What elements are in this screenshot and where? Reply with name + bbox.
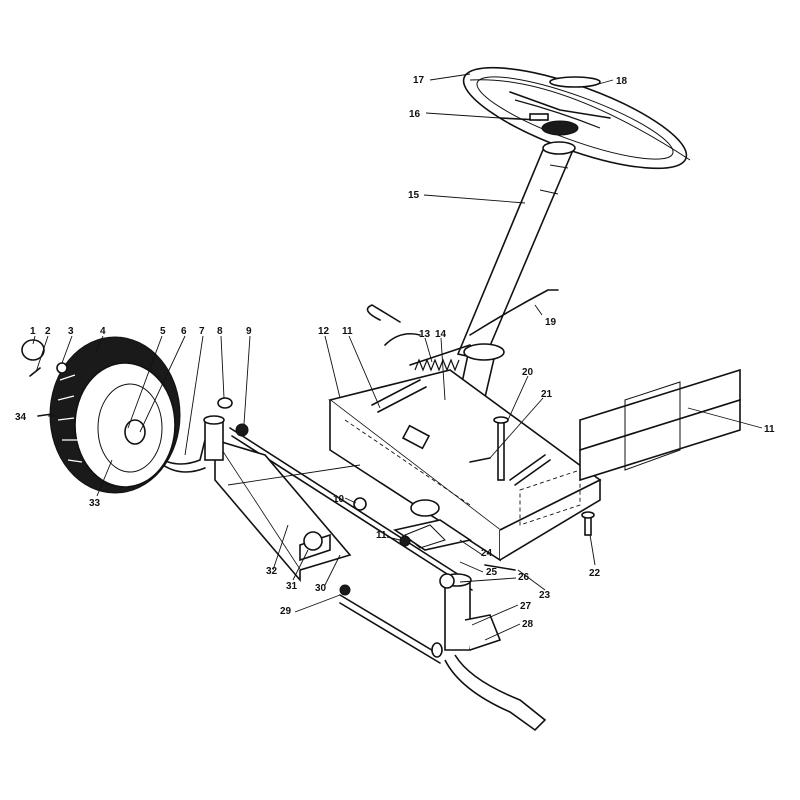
callout-21: 21 bbox=[541, 389, 553, 400]
callout-6: 6 bbox=[181, 326, 187, 337]
callout-20: 20 bbox=[522, 367, 534, 378]
mounting-bracket bbox=[328, 369, 602, 562]
callout-14: 14 bbox=[435, 329, 447, 340]
bolt-22 bbox=[581, 511, 595, 536]
drag-link bbox=[229, 427, 473, 591]
callout-labels: 1 2 3 4 5 6 7 8 9 10 11 11 11 12 13 14 1… bbox=[15, 75, 775, 630]
cotter-pin bbox=[29, 367, 41, 377]
nut-26 bbox=[439, 573, 455, 589]
callout-1: 1 bbox=[30, 326, 36, 337]
callout-11-right: 11 bbox=[764, 424, 775, 435]
callout-30: 30 bbox=[315, 583, 327, 594]
leader-lines bbox=[32, 73, 763, 641]
bushing-31 bbox=[303, 531, 323, 551]
frame-rail bbox=[519, 368, 741, 526]
callout-25: 25 bbox=[486, 567, 498, 578]
callout-9: 9 bbox=[246, 326, 252, 337]
sector-bracket bbox=[392, 499, 473, 551]
wheel-hub bbox=[499, 113, 579, 136]
callout-17: 17 bbox=[413, 75, 425, 86]
callout-32: 32 bbox=[266, 566, 278, 577]
callout-13: 13 bbox=[419, 329, 431, 340]
callout-33: 33 bbox=[89, 498, 101, 509]
tie-rod bbox=[339, 594, 443, 664]
bushing-10 bbox=[353, 497, 367, 511]
callout-4: 4 bbox=[100, 326, 106, 337]
callout-12: 12 bbox=[318, 326, 330, 337]
callout-29: 29 bbox=[280, 606, 292, 617]
callout-22: 22 bbox=[589, 568, 601, 579]
callout-5: 5 bbox=[160, 326, 166, 337]
callout-7: 7 bbox=[199, 326, 205, 337]
callout-31: 31 bbox=[286, 581, 298, 592]
bolt bbox=[469, 416, 509, 481]
callout-11-top: 11 bbox=[342, 326, 353, 337]
callout-16: 16 bbox=[409, 109, 421, 120]
callout-8: 8 bbox=[217, 326, 223, 337]
callout-15: 15 bbox=[408, 190, 420, 201]
nut-11 bbox=[399, 535, 411, 547]
nut-9 bbox=[235, 423, 249, 437]
spring bbox=[409, 344, 471, 372]
washer-8 bbox=[217, 397, 233, 409]
callout-23: 23 bbox=[539, 590, 551, 601]
callout-19: 19 bbox=[545, 317, 557, 328]
callout-2: 2 bbox=[45, 326, 51, 337]
callout-27: 27 bbox=[520, 601, 532, 612]
cable bbox=[366, 289, 559, 346]
wheel-rim bbox=[97, 383, 163, 473]
washer bbox=[56, 362, 68, 374]
callout-28: 28 bbox=[522, 619, 534, 630]
callout-11-left: 11 bbox=[376, 530, 387, 541]
grease-fitting-34 bbox=[37, 413, 53, 417]
bolt-23 bbox=[484, 564, 516, 571]
callout-18: 18 bbox=[616, 76, 628, 87]
lower-shaft bbox=[442, 573, 547, 732]
center-cap bbox=[549, 76, 601, 88]
callout-3: 3 bbox=[68, 326, 74, 337]
callout-26: 26 bbox=[518, 572, 530, 583]
callout-24: 24 bbox=[481, 548, 493, 559]
fitting-29 bbox=[339, 584, 351, 596]
cap bbox=[21, 339, 45, 361]
callout-10: 10 bbox=[333, 494, 345, 505]
steering-wheel bbox=[462, 66, 691, 170]
spindle bbox=[154, 415, 225, 473]
callout-34: 34 bbox=[15, 412, 27, 423]
